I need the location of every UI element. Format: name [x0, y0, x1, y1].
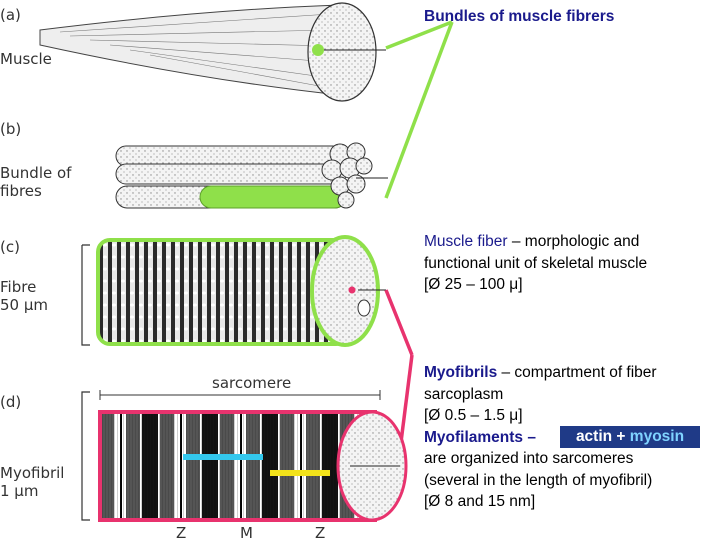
panel-label-d: (d) — [0, 393, 22, 411]
note-myofilaments-line4: [Ø 8 and 15 nm] — [424, 493, 536, 510]
label-m: M — [240, 524, 253, 542]
badge-actin: actin — [575, 428, 613, 445]
label-myofibril-2: 1 μm — [0, 482, 39, 500]
highlight-myofibril-dot — [348, 286, 356, 294]
note-fiber-line1: Muscle fiber – morphologic and — [424, 231, 647, 253]
panel-b-bundle — [115, 142, 388, 209]
panel-label-b: (b) — [0, 120, 22, 138]
note-bundles: Bundles of muscle fibrers — [424, 6, 614, 28]
note-myofibrils: Myofibrils – compartment of fiber sarcop… — [424, 362, 657, 513]
label-fibre-1: Fibre — [0, 278, 37, 296]
highlight-bundle-dot — [312, 44, 324, 56]
note-myofilaments-line3: (several in the length of myofibril) — [424, 471, 653, 489]
label-bundle-2: fibres — [0, 182, 42, 200]
term-muscle-fiber: Muscle fiber — [424, 233, 508, 250]
note-myofilaments-line2: are organized into sarcomeres — [424, 450, 634, 467]
note-myofilaments-line1: Myofilaments – — [424, 427, 657, 449]
badge-plus: + — [612, 428, 630, 445]
panel-c-fibre — [81, 235, 386, 347]
panel-d-myofibril — [81, 390, 408, 522]
label-myofibril-1: Myofibril — [0, 464, 65, 482]
label-fibre-2: 50 μm — [0, 296, 49, 314]
note-muscle-fiber: Muscle fiber – morphologic and functiona… — [424, 231, 647, 296]
note-myofibrils-line1: Myofibrils – compartment of fiber — [424, 362, 657, 384]
label-z-left: Z — [176, 524, 187, 542]
actin-myosin-badge: actin + myosin — [560, 426, 700, 448]
note-myofibrils-line2: sarcoplasm — [424, 385, 504, 403]
term-myofibrils: Myofibrils — [424, 364, 498, 381]
label-bundle-1: Bundle of — [0, 164, 72, 182]
label-muscle: Muscle — [0, 50, 52, 68]
fiber-definition: – morphologic and — [507, 233, 640, 250]
bundle-callout-line — [385, 20, 453, 50]
highlight-fibre — [199, 185, 347, 209]
myofibrils-definition: – compartment of fiber — [497, 364, 657, 381]
note-fiber-line3: [Ø 25 – 100 μ] — [424, 276, 523, 293]
label-sarcomere: sarcomere — [212, 374, 292, 392]
panel-label-a: (a) — [0, 6, 21, 24]
panel-a-muscle — [39, 2, 386, 102]
note-bundles-text: Bundles of muscle fibrers — [424, 8, 615, 25]
label-z-right: Z — [315, 524, 326, 542]
term-myofilaments: Myofilaments – — [424, 428, 536, 446]
myofibril-callout-line — [384, 289, 414, 356]
badge-myosin: myosin — [629, 428, 685, 445]
note-myofibrils-line3: [Ø 0.5 – 1.5 μ] — [424, 407, 523, 424]
panel-label-c: (c) — [0, 238, 20, 256]
note-fiber-line2: functional unit of skeletal muscle — [424, 254, 648, 272]
